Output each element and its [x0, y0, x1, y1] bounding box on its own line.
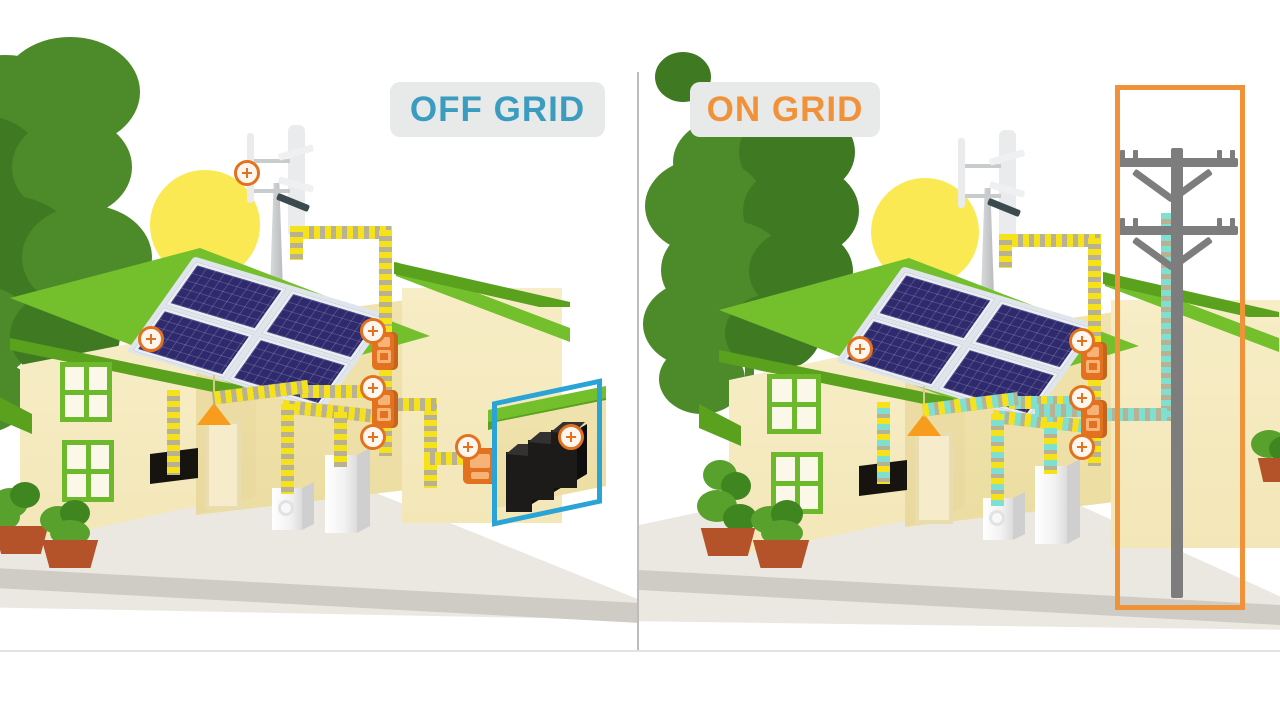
- wire-roof-down-right: [379, 230, 392, 330]
- planter-pot: [41, 540, 99, 568]
- window-lower: [62, 440, 114, 502]
- wire-to-battery-bank: [424, 398, 437, 488]
- label-off-grid-text: OFF GRID: [409, 89, 586, 129]
- planter-pot: [1257, 458, 1280, 482]
- insulator: [1120, 218, 1125, 227]
- tree-silhouette: [0, 37, 190, 525]
- front-door[interactable]: [915, 432, 953, 524]
- wire-washer-drop: [281, 404, 294, 494]
- battery-unit: [528, 440, 554, 500]
- planter-pot: [700, 528, 756, 556]
- node-wind-turbine[interactable]: [234, 160, 260, 186]
- node-charge-controller[interactable]: [1069, 328, 1095, 354]
- refrigerator: [325, 455, 357, 533]
- wire-washer-drop: [991, 414, 1004, 506]
- planter-group: [697, 460, 857, 570]
- node-battery-meter[interactable]: [455, 434, 481, 460]
- insulator: [1230, 150, 1235, 159]
- footer-divider: [0, 650, 1280, 652]
- insulator: [1120, 150, 1125, 159]
- ceiling-lamp: [197, 403, 231, 425]
- insulator: [1133, 150, 1138, 159]
- node-grid-tie-inverter[interactable]: [1069, 385, 1095, 411]
- washing-machine-side: [1013, 492, 1025, 540]
- node-solar-array[interactable]: [847, 336, 873, 362]
- wire-turbine-to-roof: [292, 226, 392, 239]
- battery-unit: [506, 452, 532, 512]
- window-upper: [60, 362, 112, 422]
- insulator: [1133, 218, 1138, 227]
- wire-fridge-drop: [334, 412, 347, 467]
- side-shrub: [1251, 430, 1280, 490]
- washer-door-icon: [989, 510, 1005, 526]
- node-distribution-board[interactable]: [1069, 434, 1095, 460]
- utility-pole-highlight: [1115, 85, 1245, 610]
- wire-battery-run: [392, 398, 436, 411]
- front-door[interactable]: [205, 420, 241, 510]
- insulator: [1217, 218, 1222, 227]
- planter-group: [0, 480, 120, 570]
- wire-roof-drop: [290, 226, 303, 260]
- wind-turbine: [958, 130, 1034, 296]
- insulator: [1217, 150, 1222, 159]
- refrigerator-side: [1067, 459, 1080, 544]
- label-off-grid: OFF GRID: [390, 82, 605, 137]
- wire-turbine-to-roof: [1001, 234, 1101, 247]
- node-inverter[interactable]: [360, 375, 386, 401]
- wire-lamp-drop: [167, 390, 180, 475]
- refrigerator-side: [357, 448, 370, 533]
- wire-roof-drop: [999, 234, 1012, 268]
- wire-fridge-drop: [1044, 422, 1057, 474]
- planter-pot: [0, 526, 49, 554]
- battery-unit-side: [577, 424, 587, 480]
- label-on-grid-text: ON GRID: [706, 89, 864, 129]
- lamp-cord: [213, 375, 215, 405]
- wind-turbine: [247, 125, 323, 291]
- panel-divider: [637, 72, 639, 650]
- label-on-grid: ON GRID: [690, 82, 880, 137]
- node-solar-array[interactable]: [138, 326, 164, 352]
- planter-pot: [752, 540, 810, 568]
- battery-bank-highlight: [492, 378, 602, 527]
- refrigerator: [1035, 466, 1067, 544]
- node-distribution-board[interactable]: [360, 424, 386, 450]
- node-battery-bank[interactable]: [558, 424, 584, 450]
- node-charge-controller[interactable]: [360, 318, 386, 344]
- panel-off-grid: [0, 0, 637, 650]
- ceiling-lamp: [907, 414, 941, 436]
- utility-pole-crossarm-lower: [1116, 226, 1238, 235]
- panel-on-grid: [639, 0, 1280, 650]
- utility-pole-crossarm-upper: [1116, 158, 1238, 167]
- lamp-cord: [923, 386, 925, 416]
- window-upper: [767, 374, 821, 434]
- insulator: [1230, 218, 1235, 227]
- wire-lamp-drop: [877, 402, 890, 484]
- washing-machine-side: [302, 482, 314, 530]
- washer-door-icon: [278, 500, 294, 516]
- wire-roof-down-right: [1088, 238, 1101, 338]
- wire-battery-out: [424, 452, 466, 465]
